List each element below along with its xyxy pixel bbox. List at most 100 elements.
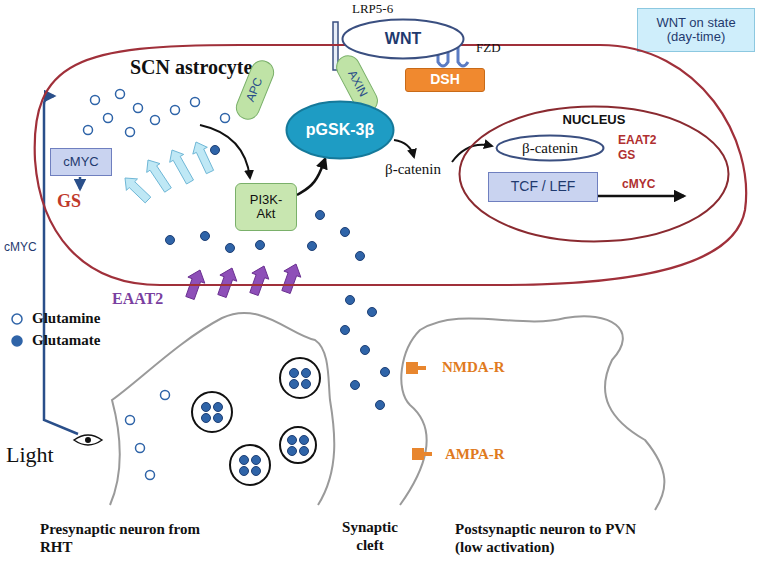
arrow [394,140,414,157]
protein-name: β-catenin [385,160,441,178]
glutamate-molecule [300,447,309,456]
glutamate-molecule [240,467,249,476]
transcription-arrow [598,195,684,198]
glutamate-molecule [381,368,390,377]
region-label: Synaptic cleft [328,518,412,554]
glutamate-molecule [256,241,265,250]
glutamate-molecule [290,369,299,378]
receptor-name: NMDA-R [442,358,504,376]
pi3k-akt-box: PI3K- Akt [235,183,297,231]
legend-item: Glutamine [8,310,100,327]
nmda-receptor [418,366,426,370]
legend-sample [8,333,26,349]
node-label: WNT on state (day-time) [642,16,750,45]
target-gene: cMYC [622,177,655,191]
node-label: cMYC [63,155,98,169]
target-gene: GS [618,148,635,162]
glutamine-molecule [91,96,100,105]
wnt-ligand: WNT [341,18,465,60]
glutamate-molecule [300,436,309,445]
vesicle [280,358,320,398]
nmda-receptor [406,362,418,374]
glutamate-molecule [166,236,175,245]
cmyc-pathway-line [44,96,78,434]
cell-label: Presynaptic neuron from RHT [40,520,220,556]
ampa-receptor [412,448,424,460]
legend-symbol [12,314,22,324]
signal-arrow [297,159,325,195]
enzyme-name: GS [57,191,81,213]
glutamine-molecule [134,104,143,113]
gs-conversion-arrow [147,160,172,192]
gsk-complex: pGSK-3β [285,100,395,160]
glutamate-molecule [226,244,235,253]
receptor-name: AMPA-R [445,445,505,463]
postsynaptic-neuron [400,316,664,510]
state-box: WNT on state (day-time) [637,8,755,52]
receptor-name: LRP5-6 [352,1,393,17]
eaat2-transporter [250,266,269,296]
legend-sample [8,311,26,327]
eaat2-transporter [282,264,301,294]
node-label: DSH [430,72,460,87]
vesicle [192,392,232,432]
glutamate-molecule [240,456,249,465]
eaat2-transporter [218,268,237,298]
vesicle [280,427,316,463]
glutamine-molecule [191,98,200,107]
glutamate-molecule [368,308,377,317]
glutamate-molecule [201,232,210,241]
cmyc-box: cMYC [50,148,112,176]
glutamine-molecule [146,471,155,480]
transporter-name: EAAT2 [112,289,163,308]
dsh-box: DSH [405,68,485,92]
legend-text: Glutamine [32,310,100,327]
beta-catenin-oval: β-catenin [495,134,605,162]
node-label: SCN astrocyte [130,56,252,78]
stimulus-label: Light [6,442,54,468]
glutamine-molecule [126,416,135,425]
gs-conversion-arrow [193,142,214,174]
receptor-name: FZD [476,40,501,56]
legend-text: Glutamate [32,332,100,349]
ampa-receptor [424,452,432,456]
glutamine-molecule [126,128,135,137]
node-label: NUCLEUS [458,113,730,127]
node-label: AXIN [345,69,370,100]
wnt-ligand-ellipse [343,20,464,59]
glutamate-molecule [341,228,350,237]
glutamate-molecule [211,146,220,155]
glutamate-molecule [316,211,325,220]
legend-item: Glutamate [8,332,100,349]
glutamate-molecule [351,381,360,390]
arrow [452,145,492,162]
node-label: TCF / LEF [511,179,576,194]
eye-pupil [85,437,91,443]
glutamate-molecule [288,436,297,445]
glutamate-molecule [361,346,370,355]
arrow [79,177,82,189]
node-label: β-catenin [522,140,578,157]
target-gene: EAAT2 [618,133,656,147]
glutamate-molecule [288,447,297,456]
glutamate-molecule [252,456,261,465]
astrocyte-membrane [35,45,746,285]
glutamine-molecule [104,114,113,123]
glutamine-molecule [136,444,145,453]
glutamine-molecule [171,106,180,115]
presynaptic-neuron [110,313,334,505]
glutamate-molecule [290,380,299,389]
glutamate-molecule [214,403,223,412]
glutamine-molecule [221,114,230,123]
glutamate-molecule [308,242,317,251]
nucleus-outline: NUCLEUS β-cateninTCF / LEF [458,105,730,243]
legend-symbol [12,336,22,346]
tcf-lef-box: TCF / LEF [488,172,598,202]
glutamate-molecule [252,467,261,476]
node-label: pGSK-3β [306,121,374,139]
glutamine-molecule [84,126,93,135]
pathway-name: cMYC [4,240,37,254]
gs-conversion-arrow [170,150,194,184]
